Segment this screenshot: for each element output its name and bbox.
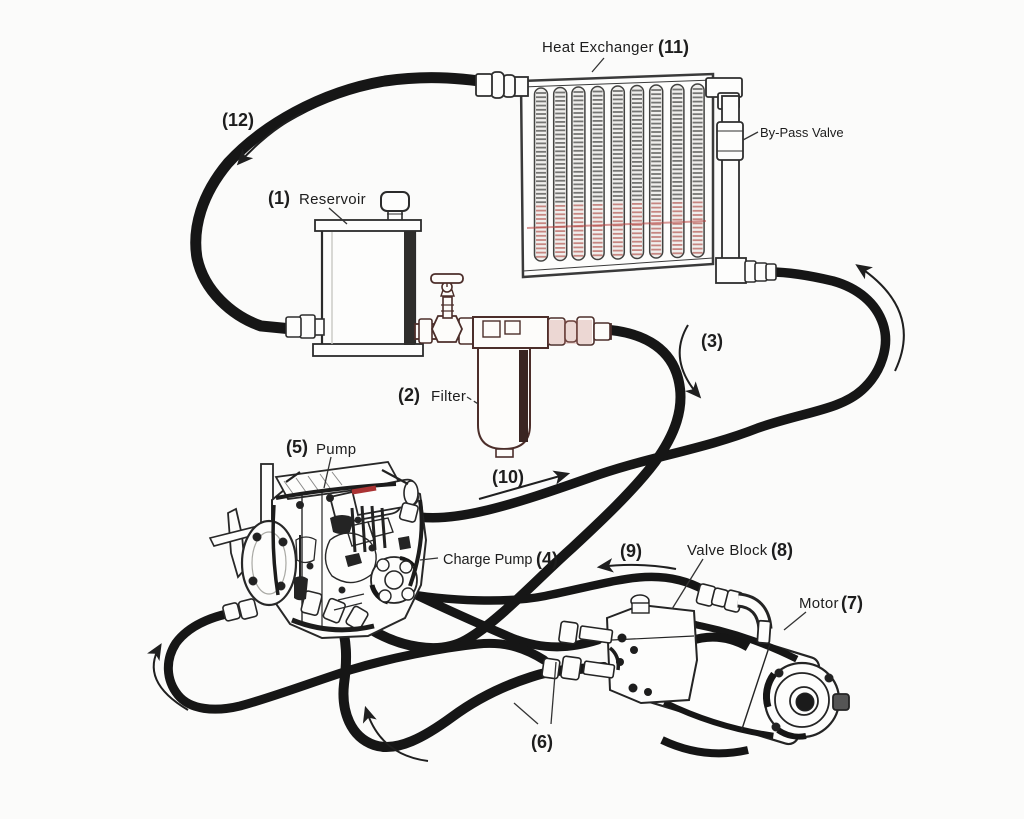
svg-text:Pump: Pump (316, 441, 356, 458)
svg-text:(1): (1) (268, 188, 290, 208)
svg-text:(2): (2) (398, 385, 420, 405)
svg-text:Heat Exchanger: Heat Exchanger (542, 39, 654, 56)
svg-text:(11): (11) (658, 37, 689, 57)
svg-text:Charge Pump: Charge Pump (443, 552, 532, 568)
svg-text:Motor: Motor (799, 595, 839, 612)
svg-text:Valve Block: Valve Block (687, 542, 768, 559)
svg-text:(4): (4) (536, 549, 558, 569)
svg-text:(8): (8) (771, 540, 793, 560)
svg-text:(6): (6) (531, 732, 553, 752)
svg-text:(7): (7) (841, 593, 863, 613)
svg-text:By-Pass Valve: By-Pass Valve (760, 125, 844, 140)
svg-text:(9): (9) (620, 541, 642, 561)
svg-text:(12): (12) (222, 110, 254, 130)
svg-text:Reservoir: Reservoir (299, 191, 366, 208)
svg-text:Filter: Filter (431, 388, 466, 405)
svg-text:(3): (3) (701, 331, 723, 351)
svg-text:(5): (5) (286, 437, 308, 457)
svg-text:(10): (10) (492, 467, 524, 487)
